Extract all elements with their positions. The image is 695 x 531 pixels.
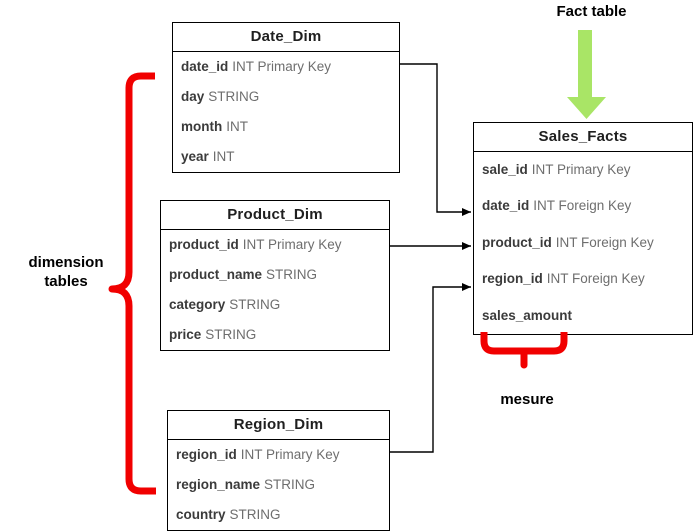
table-title-sales-facts: Sales_Facts (474, 123, 692, 152)
field-name: day (181, 89, 205, 104)
fact-table-down-arrow-icon (567, 30, 606, 119)
field-name: year (181, 149, 209, 164)
connector-region-dim-to-fact (390, 283, 471, 453)
table-title-region-dim: Region_Dim (168, 411, 389, 440)
table-title-date-dim: Date_Dim (173, 23, 399, 52)
field-type: INT Primary Key (242, 237, 342, 252)
field-type: STRING (229, 297, 281, 312)
field-type: STRING (229, 507, 281, 522)
measure-label: mesure (500, 391, 554, 408)
field-type: STRING (266, 267, 318, 282)
table-title-product-dim: Product_Dim (161, 201, 389, 230)
field-type: INT (226, 119, 248, 134)
field-type: INT Primary Key (240, 447, 340, 462)
field-type: INT Foreign Key (555, 234, 654, 250)
field-name: product_name (169, 267, 263, 282)
field-name: price (169, 327, 202, 342)
fact-table-label: Fact table (556, 3, 627, 20)
field-type: INT Foreign Key (546, 271, 645, 287)
field-name: date_id (482, 198, 530, 214)
field-name: date_id (181, 59, 229, 74)
field-type: STRING (208, 89, 260, 104)
field-row: sales_amount (474, 298, 692, 334)
field-name: product_id (169, 237, 239, 252)
field-name: region_id (176, 447, 237, 462)
field-type: INT Primary Key (531, 162, 631, 177)
dimension-tables-brace (108, 72, 156, 495)
dimension-tables-label: dimension tables (28, 254, 104, 290)
field-type: INT Foreign Key (533, 198, 632, 214)
field-name: sales_amount (482, 307, 573, 323)
field-type: STRING (264, 477, 316, 492)
field-name: country (176, 507, 226, 522)
field-name: region_name (176, 477, 261, 492)
field-name: sale_id (482, 162, 528, 177)
field-type: INT (212, 149, 235, 164)
connector-date-dim-to-fact (400, 63, 471, 216)
field-name: category (169, 297, 226, 312)
field-name: month (181, 119, 223, 134)
field-type: INT Primary Key (232, 59, 332, 74)
field-type: STRING (205, 327, 257, 342)
field-name: product_id (482, 234, 552, 250)
field-name: region_id (482, 271, 543, 287)
